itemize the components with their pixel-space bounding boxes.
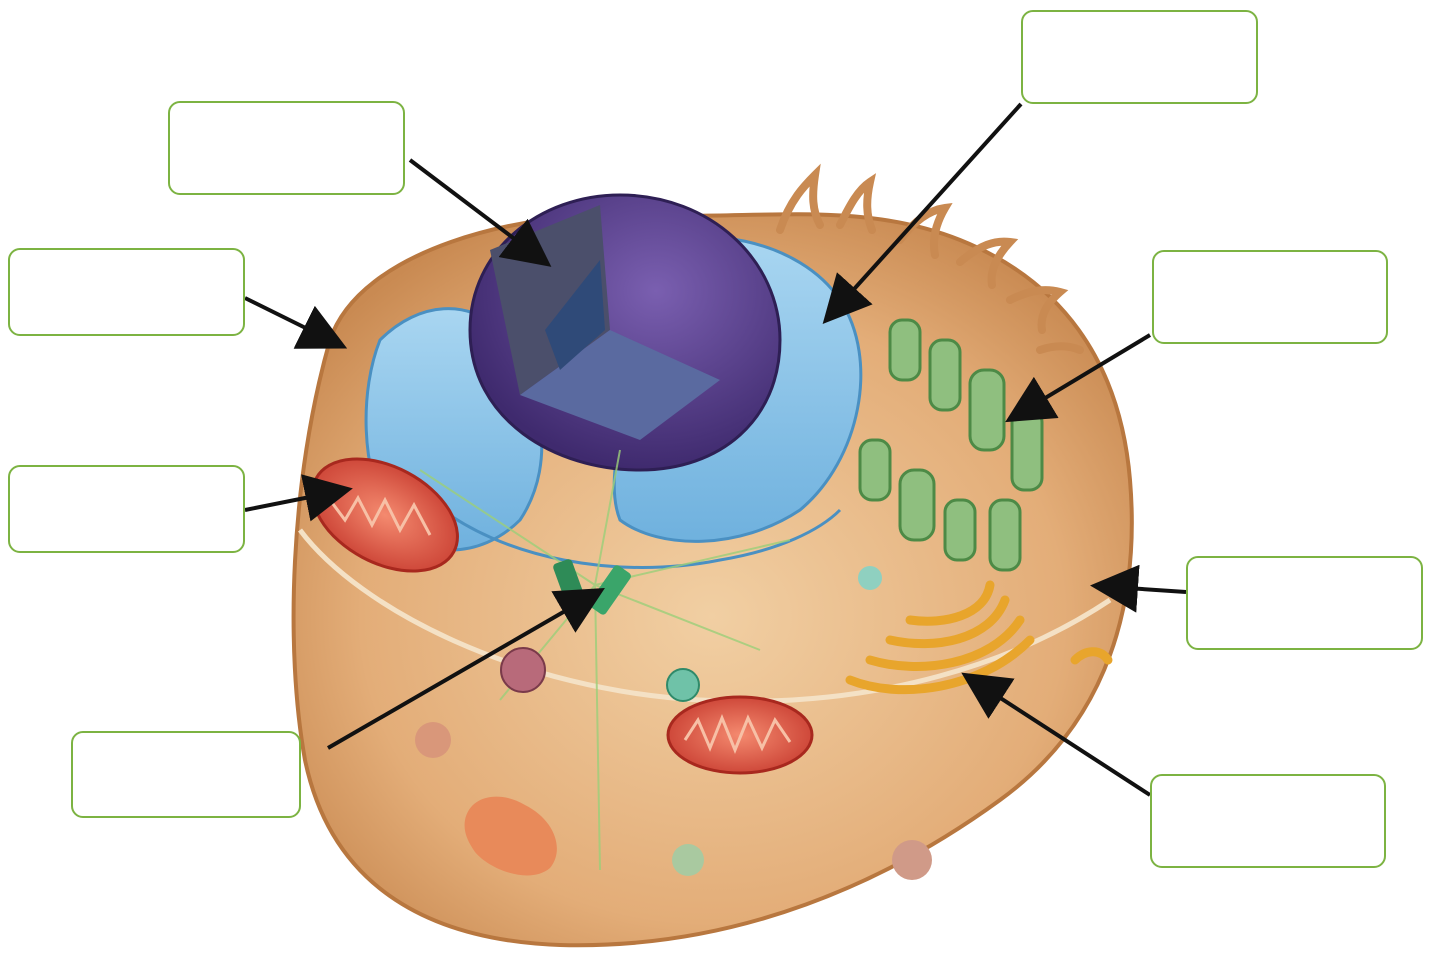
vesicle — [667, 669, 699, 701]
vesicle — [501, 648, 545, 692]
label-box-membrane[interactable] — [8, 248, 245, 336]
vesicle — [672, 844, 704, 876]
label-box-nucleus[interactable] — [168, 101, 405, 195]
label-box-cytoplasm[interactable] — [1186, 556, 1423, 650]
label-box-mitochondrion[interactable] — [8, 465, 245, 553]
label-box-er[interactable] — [1021, 10, 1258, 104]
vesicle — [892, 840, 932, 880]
label-box-centrosome[interactable] — [71, 731, 301, 818]
label-box-golgi[interactable] — [1150, 774, 1386, 868]
mitochondrion-bottom — [668, 697, 812, 773]
arrow-membrane — [245, 298, 340, 345]
vesicle — [415, 722, 451, 758]
vesicle — [858, 566, 882, 590]
label-box-smooth-er[interactable] — [1152, 250, 1388, 344]
nucleus — [470, 195, 780, 470]
